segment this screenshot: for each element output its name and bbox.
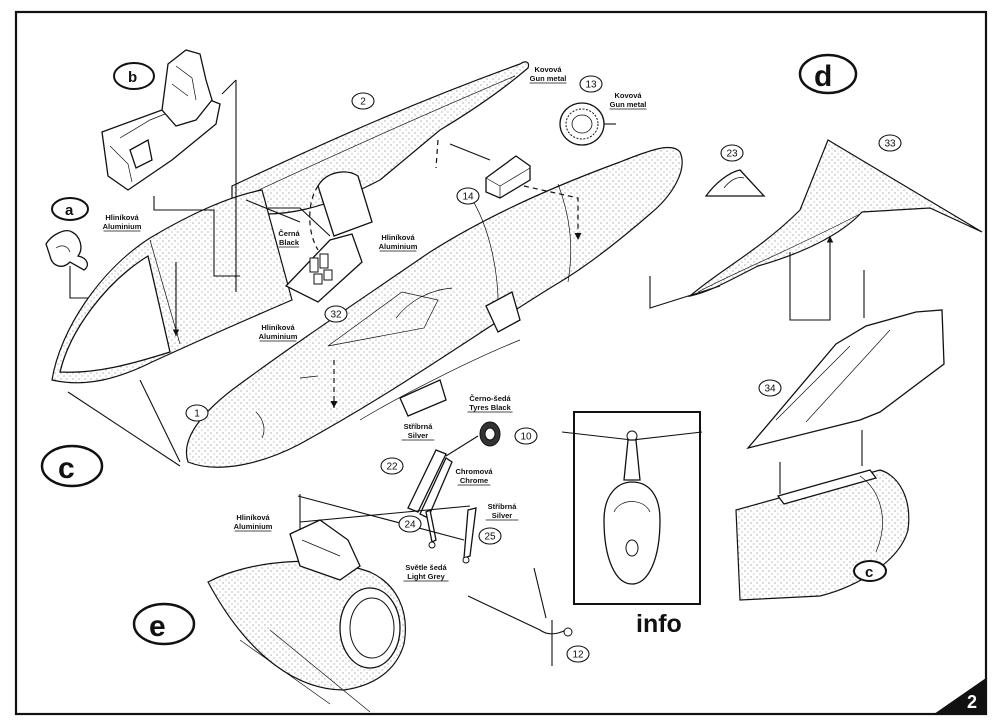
part-number-10: 10 <box>514 427 538 445</box>
part-number-text: 1 <box>194 409 200 420</box>
canopy-part <box>231 61 530 251</box>
info-label: info <box>636 610 682 638</box>
part-number-32: 32 <box>324 305 348 323</box>
part-number-text: 13 <box>585 80 597 91</box>
sidewall-part-32 <box>268 207 363 303</box>
cockpit-tub-b <box>101 49 240 292</box>
part-number-text: 32 <box>330 310 342 321</box>
strut-24 <box>425 509 437 549</box>
color-name-czech: Stříbrná <box>488 502 518 511</box>
part-number-33: 33 <box>878 134 902 152</box>
section-e-label: e <box>149 610 166 643</box>
color-name-czech: Černá <box>278 229 300 238</box>
wheel-10 <box>479 421 501 447</box>
color-name-english: Aluminium <box>234 522 273 531</box>
color-name-czech: Hliníková <box>236 513 270 522</box>
color-name-english: Silver <box>492 511 513 520</box>
part-number-22: 22 <box>380 457 404 475</box>
part-number-text: 24 <box>404 520 416 531</box>
nose-cone-23 <box>704 169 766 197</box>
part-13-dish <box>559 102 616 146</box>
color-name-english: Chrome <box>460 476 488 485</box>
part-number-text: 10 <box>520 432 532 443</box>
part-number-text: 23 <box>726 149 738 160</box>
color-name-english: Black <box>279 238 300 247</box>
part-number-14: 14 <box>456 187 480 205</box>
section-c-fuselage <box>735 469 910 601</box>
part-number-text: 25 <box>484 532 496 543</box>
wing-34 <box>746 270 945 494</box>
color-name-czech: Stříbrná <box>404 422 434 431</box>
part-12-rod <box>467 567 573 666</box>
part-number-25: 25 <box>478 527 502 545</box>
part-number-2: 2 <box>351 92 375 110</box>
section-d-label: d <box>814 60 832 93</box>
part-number-text: 33 <box>884 139 896 150</box>
color-name-czech: Černo-šedá <box>469 394 511 403</box>
part-number-34: 34 <box>758 379 782 397</box>
strut-25 <box>462 507 477 564</box>
part-number-13: 13 <box>579 75 603 93</box>
color-name-czech: Hliníková <box>261 323 295 332</box>
color-name-english: Aluminium <box>103 222 142 231</box>
part-14-block <box>435 139 531 199</box>
part-number-12: 12 <box>566 645 590 663</box>
section-a-label: a <box>65 202 74 219</box>
part-number-text: 2 <box>360 97 366 108</box>
color-name-czech: Chromová <box>455 467 493 476</box>
section-e-engine <box>207 494 471 713</box>
color-name-english: Aluminium <box>379 242 418 251</box>
color-name-czech: Kovová <box>534 65 562 74</box>
part-number-text: 14 <box>462 192 474 203</box>
fin-33 <box>649 139 983 321</box>
color-name-english: Tyres Black <box>469 403 511 412</box>
fuselage-part <box>185 146 683 468</box>
part-number-text: 22 <box>386 462 398 473</box>
page-number: 2 <box>967 692 977 712</box>
color-name-czech: Kovová <box>614 91 642 100</box>
part-number-1: 1 <box>185 404 209 422</box>
color-name-english: Light Grey <box>407 572 445 581</box>
front-canopy <box>51 189 293 384</box>
part-number-text: 12 <box>572 650 584 661</box>
part-number-24: 24 <box>398 515 422 533</box>
section-b-label: b <box>128 69 137 86</box>
color-name-czech: Hliníková <box>105 213 139 222</box>
section-c-label: c <box>58 452 75 485</box>
info-box <box>561 411 703 605</box>
section-c-small-label: c <box>865 564 873 581</box>
page-border <box>14 10 988 716</box>
color-name-english: Gun metal <box>610 100 647 109</box>
part-number-23: 23 <box>720 144 744 162</box>
color-name-czech: Hliníková <box>381 233 415 242</box>
color-name-czech: Světle šedá <box>405 563 447 572</box>
part-number-text: 34 <box>764 384 776 395</box>
color-name-english: Aluminium <box>259 332 298 341</box>
page-number-badge: 2 <box>934 678 986 714</box>
color-name-english: Silver <box>408 431 429 440</box>
color-name-english: Gun metal <box>530 74 567 83</box>
